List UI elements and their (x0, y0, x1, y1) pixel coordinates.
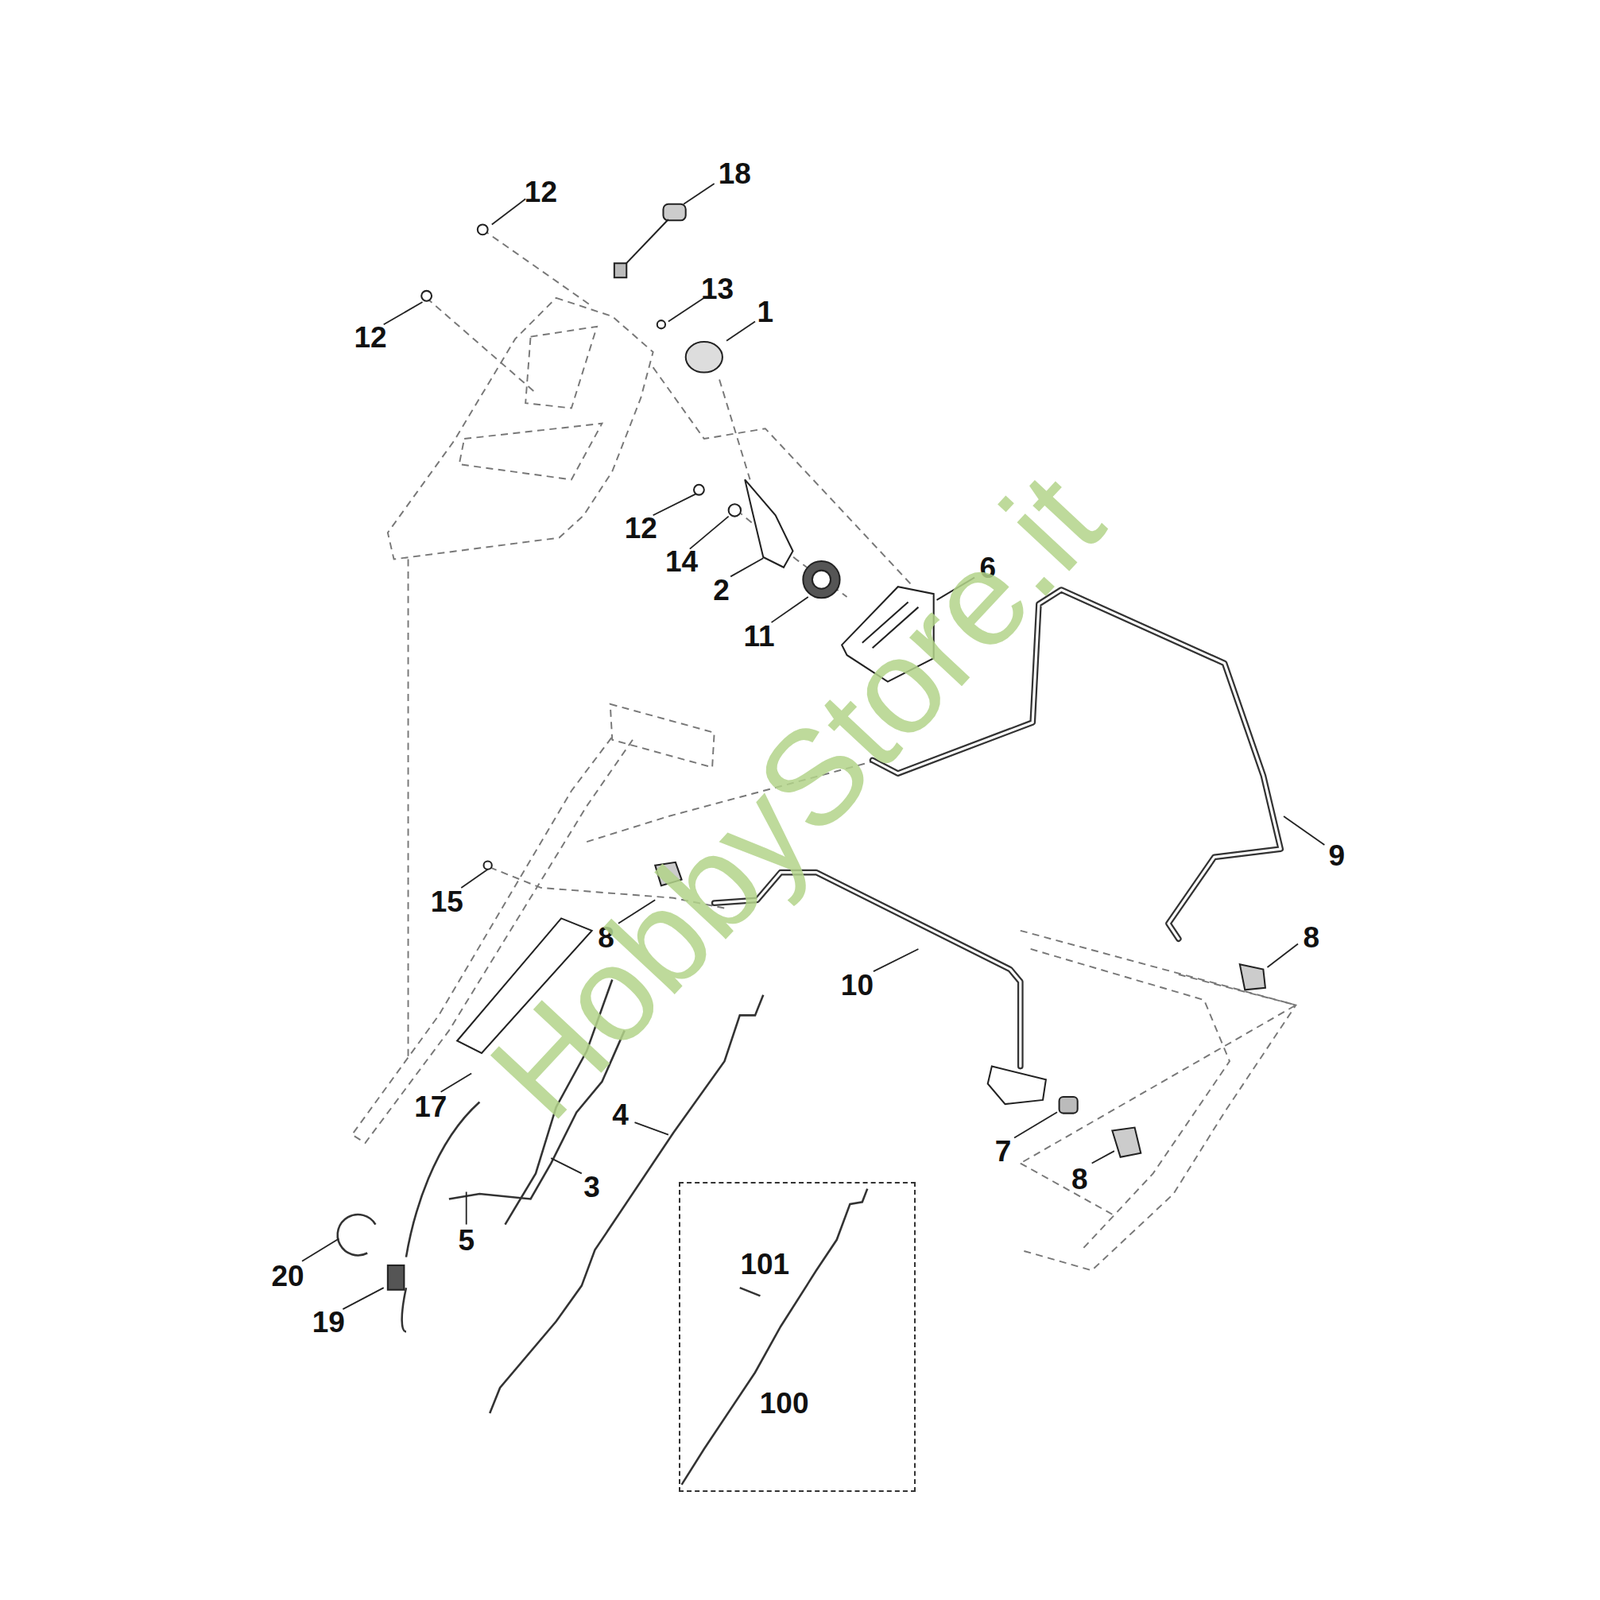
callout-number: 5 (457, 1224, 475, 1255)
callout-number: 10 (840, 969, 874, 1000)
callout-number: 13 (701, 274, 734, 304)
callout-number: 20 (271, 1260, 304, 1291)
callout-number: 18 (718, 158, 752, 189)
callout-number: 19 (312, 1306, 345, 1337)
callout-number: 8 (1302, 922, 1320, 952)
callout-number: 11 (743, 620, 775, 651)
callout-number: 12 (524, 177, 558, 207)
callout-number: 2 (712, 575, 730, 605)
callout-number: 100 (759, 1387, 810, 1418)
callout-number: 101 (739, 1249, 790, 1279)
callout-number: 14 (665, 546, 698, 577)
callout-number: 15 (430, 886, 464, 916)
callout-number: 1 (757, 296, 775, 326)
watermark: HobbyStore.it (467, 450, 1125, 1142)
callout-number: 9 (1328, 840, 1345, 870)
callout-number: 3 (583, 1172, 601, 1202)
callout-number: 8 (1071, 1163, 1089, 1194)
callout-number: 12 (353, 321, 387, 352)
callout-number: 4 (612, 1099, 629, 1129)
inset-box: 101 100 (678, 1181, 916, 1492)
callout-number: 7 (995, 1136, 1012, 1167)
callout-number: 17 (414, 1091, 447, 1121)
callout-number: 12 (624, 512, 658, 543)
